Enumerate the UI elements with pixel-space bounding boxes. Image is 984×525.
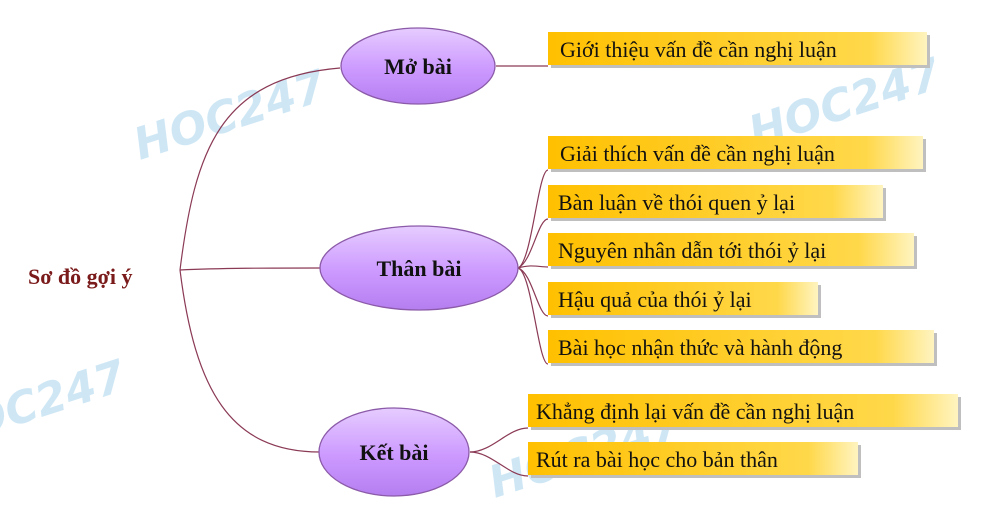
branch-ellipse [340, 27, 496, 105]
leaf-ket-bai-1: Khẳng định lại vấn đề cần nghị luận [528, 394, 961, 430]
connector-root-than-bai [179, 267, 321, 271]
leaf-box [548, 233, 914, 266]
leaf-box [548, 136, 923, 169]
leaf-box [548, 282, 818, 315]
branch-ellipse [319, 225, 519, 311]
leaf-than-bai-3: Nguyên nhân dẫn tới thói ỷ lại [548, 233, 917, 269]
connector-than-bai-leaf-5 [517, 267, 549, 365]
connector-than-bai-leaf-2 [517, 218, 549, 269]
branch-label: Kết bài [359, 440, 428, 465]
leaf-label: Khẳng định lại vấn đề cần nghị luận [536, 399, 854, 424]
branch-than-bai: Thân bài [319, 225, 519, 311]
leaf-label: Giải thích vấn đề cần nghị luận [560, 141, 835, 166]
connector-ket-bai-leaf-2 [469, 451, 529, 477]
leaf-mo-bai-1: Giới thiệu vấn đề cần nghị luận [548, 32, 930, 68]
connector-ket-bai-leaf-1 [469, 427, 529, 453]
leaf-label: Hậu quả của thói ỷ lại [558, 287, 752, 312]
branch-label: Thân bài [377, 256, 462, 281]
branch-ket-bai: Kết bài [318, 407, 470, 497]
leaf-than-bai-5: Bài học nhận thức và hành động [548, 330, 937, 366]
branch-label: Mở bài [384, 54, 452, 79]
connector-root-ket-bai [179, 269, 321, 453]
connector-than-bai-leaf-3 [517, 265, 549, 269]
branch-mo-bai: Mở bài [340, 27, 496, 105]
leaf-box [528, 442, 858, 475]
leaf-than-bai-2: Bàn luận về thói quen ỷ lại [548, 185, 886, 221]
leaf-label: Giới thiệu vấn đề cần nghị luận [560, 37, 837, 62]
connector-layer [179, 65, 549, 477]
root-label: Sơ đồ gợi ý [28, 264, 132, 289]
leaf-box [528, 394, 958, 427]
leaf-box [548, 32, 927, 65]
leaf-label: Nguyên nhân dẫn tới thói ỷ lại [558, 238, 826, 263]
leaf-than-bai-1: Giải thích vấn đề cần nghị luận [548, 136, 926, 172]
leaf-label: Rút ra bài học cho bản thân [536, 447, 778, 472]
connector-than-bai-leaf-1 [517, 169, 549, 269]
watermark-logo: HOC247 [0, 351, 132, 461]
leaf-box [548, 185, 883, 218]
leaf-box [548, 330, 934, 363]
leaf-label: Bàn luận về thói quen ỷ lại [558, 190, 795, 215]
branch-ellipse [318, 407, 470, 497]
leaf-ket-bai-2: Rút ra bài học cho bản thân [528, 442, 861, 478]
connector-root-mo-bai [179, 67, 341, 271]
leaf-than-bai-4: Hậu quả của thói ỷ lại [548, 282, 821, 318]
leaf-label: Bài học nhận thức và hành động [558, 335, 842, 360]
